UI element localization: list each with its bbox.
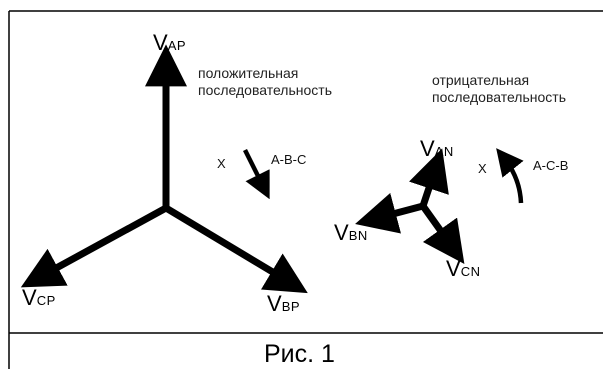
negative-axis-letter: X — [478, 161, 487, 176]
label-v-cn: VCN — [446, 258, 480, 280]
positive-sequence-order: A-B-C — [271, 152, 307, 167]
positive-caption-line1: положительная — [198, 65, 299, 81]
label-v-bp: VBP — [267, 293, 300, 315]
label-v-bn-sub: BN — [348, 228, 368, 243]
negative-caption-line1: отрицательная — [432, 72, 530, 88]
label-v-cp: VCP — [22, 287, 56, 309]
label-v-an-main: V — [420, 136, 435, 161]
label-v-ap-main: V — [153, 30, 168, 55]
positive-sequence-caption: положительная последовательность — [198, 65, 332, 99]
negative-sequence-caption: отрицательная последовательность — [432, 72, 566, 106]
negative-sequence-order: A-C-B — [533, 158, 569, 173]
label-v-cp-sub: CP — [36, 293, 56, 308]
label-v-an: VAN — [420, 138, 454, 160]
vector-cp-arrow — [20, 204, 168, 288]
label-v-ap-sub: AP — [167, 38, 187, 53]
label-v-bn: VBN — [334, 222, 368, 244]
label-v-cn-main: V — [446, 256, 461, 281]
rotation-arrow-negative — [496, 148, 524, 204]
vector-bn-arrow — [355, 192, 424, 234]
positive-axis-letter: X — [217, 156, 226, 171]
label-v-ap: VAP — [153, 32, 186, 54]
vector-cn-arrow — [420, 203, 465, 264]
label-v-cp-main: V — [22, 285, 37, 310]
figure-caption: Рис. 1 — [264, 340, 335, 368]
vector-bp-arrow — [164, 204, 308, 294]
label-v-cn-sub: CN — [460, 264, 481, 279]
negative-phasors — [355, 148, 524, 264]
vector-an-arrow — [408, 148, 449, 208]
label-v-bp-sub: BP — [281, 299, 301, 314]
positive-caption-line2: последовательность — [198, 82, 332, 98]
label-v-bp-main: V — [267, 291, 282, 316]
positive-phasors — [20, 44, 308, 294]
label-v-bn-main: V — [334, 220, 349, 245]
negative-caption-line2: последовательность — [432, 89, 566, 105]
label-v-an-sub: AN — [434, 144, 454, 159]
rotation-arrow-positive — [242, 148, 270, 200]
